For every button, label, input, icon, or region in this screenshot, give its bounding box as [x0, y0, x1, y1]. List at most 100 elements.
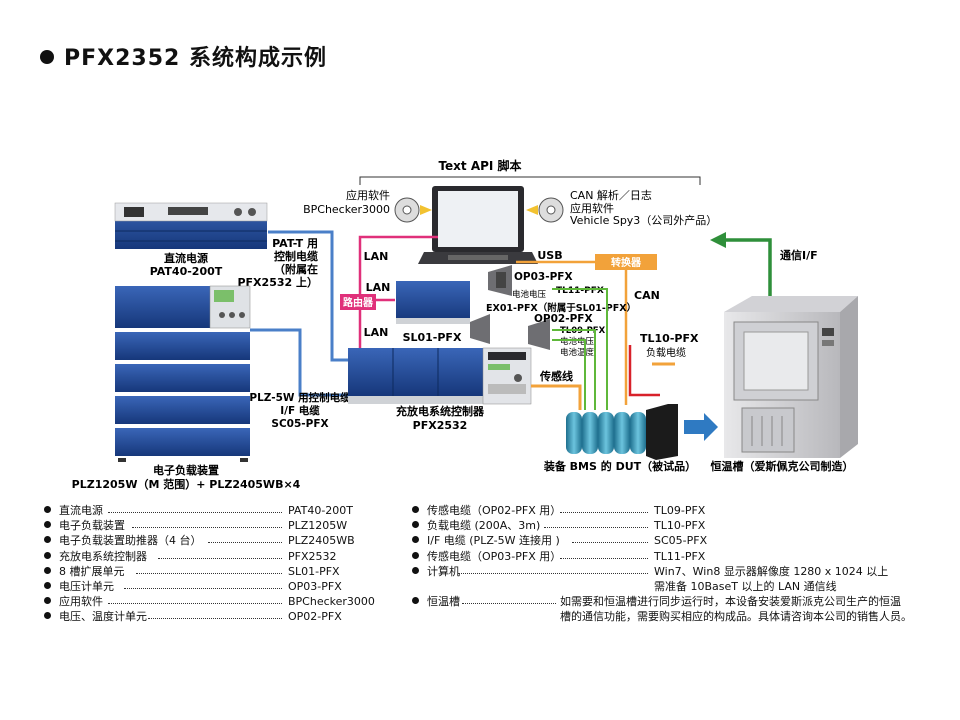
tl11-cable — [552, 288, 608, 410]
leader-dots — [158, 549, 282, 559]
sensor-line-label: 传感线 — [539, 369, 573, 383]
converter-box — [595, 254, 657, 270]
op03-label: OP03-PFX — [514, 271, 573, 283]
legend-item-value: TL09-PFX — [654, 504, 706, 517]
leader-dots — [458, 564, 648, 574]
legend-item-name: 应用软件 — [59, 595, 103, 609]
legend-item-value: SC05-PFX — [654, 534, 708, 548]
legend-item-continued: 需准备 10BaseT 以上的 LAN 通信线 — [412, 579, 932, 594]
page-title-text: PFX2352 系统构成示例 — [64, 46, 328, 71]
legend-item-name: 充放电系统控制器 — [59, 549, 147, 563]
legend-item-name: 负载电缆 (200A、3m) — [427, 519, 541, 533]
bullet-icon — [44, 581, 51, 589]
title-bullet-icon — [40, 50, 54, 64]
dut-battery-pack — [566, 404, 678, 460]
bullet-icon — [412, 506, 419, 513]
legend-item-value: PAT40-200T — [288, 504, 354, 517]
dc-power-supply — [114, 202, 268, 249]
legend-item-value: SL01-PFX — [288, 564, 340, 578]
legend-item: I/F 电缆 (PLZ-5W 连接用 ) SC05-PFX — [412, 533, 932, 548]
tl09-cable-a — [552, 329, 596, 410]
can-label: CAN — [634, 289, 660, 302]
sl01-expansion-unit — [396, 281, 470, 324]
app-right-name: Vehicle Spy3（公司外产品） — [570, 213, 717, 227]
text-api-label: Text API 脚本 — [438, 158, 521, 173]
electronic-load-stack — [115, 285, 251, 462]
legend-item-value: Win7、Win8 显示器解像度 1280 x 1024 以上 — [654, 564, 889, 578]
bullet-icon — [412, 551, 419, 559]
text-api-bracket — [359, 176, 701, 185]
bullet-icon — [412, 536, 419, 544]
pat-cable-label-4: PFX2532 上） — [237, 275, 318, 289]
legend-item-name: I/F 电缆 (PLZ-5W 连接用 ) — [427, 534, 560, 548]
legend-item: 8 槽扩展单元 SL01-PFX — [44, 564, 384, 579]
lan-label-2: LAN — [366, 281, 391, 294]
plz-cable-label-1: PLZ-5W 用控制电缆 — [249, 391, 351, 404]
leader-dots — [208, 533, 282, 544]
legend-item-name: 电压计单元 — [59, 579, 114, 593]
legend-item: 传感电缆（OP02-PFX 用）TL09-PFX — [412, 503, 932, 518]
legend-item-name: 直流电源 — [59, 504, 103, 517]
sl01-label: SL01-PFX — [403, 331, 462, 344]
disc-icon-left — [394, 197, 420, 223]
bullet-icon — [44, 536, 51, 544]
bullet-icon — [412, 521, 419, 529]
bullet-icon — [44, 521, 51, 529]
converter-label: 转换器 — [611, 256, 642, 269]
legend-item-continued: 槽的通信功能，需要购买相应的构成品。具体请咨询本公司的销售人员。 — [412, 609, 932, 624]
legend-item-value: TL10-PFX — [654, 519, 706, 533]
leader-dots — [560, 503, 648, 513]
chamber-label: 恒温槽（爱斯佩克公司制造） — [711, 459, 854, 473]
op02-unit — [528, 319, 550, 350]
legend-item: 计算机 Win7、Win8 显示器解像度 1280 x 1024 以上 — [412, 564, 932, 579]
leader-dots — [544, 518, 648, 529]
legend-item-name: 电子负载装置助推器（4 台） — [59, 534, 202, 548]
comm-if-arrow-icon — [710, 232, 726, 248]
tl10-label: TL10-PFX — [640, 332, 699, 345]
pat-control-cable — [268, 230, 348, 362]
batt-voltage2-label: 电池电压 — [560, 336, 595, 347]
legend-item-value: PFX2532 — [288, 549, 337, 563]
arrow-left-icon — [526, 205, 538, 215]
op02-label: OP02-PFX — [534, 313, 593, 325]
leader-dots — [560, 549, 648, 559]
router-label: 路由器 — [343, 296, 374, 309]
arrow-right-icon — [420, 205, 432, 215]
leader-dots — [132, 518, 282, 529]
pat-cable-label-1: PAT-T 用 — [272, 237, 318, 250]
lan-label-1: LAN — [364, 250, 389, 263]
legend-item-value: PLZ1205W — [288, 519, 348, 533]
pat-cable-label-2: 控制电缆 — [274, 249, 318, 263]
legend-item-value-line2: 槽的通信功能，需要购买相应的构成品。具体请咨询本公司的销售人员。 — [560, 610, 912, 624]
legend-item-value: PLZ2405WB — [288, 534, 355, 548]
usb-label: USB — [537, 249, 562, 262]
legend-item: 充放电系统控制器 PFX2532 — [44, 549, 384, 564]
legend-item-name: 传感电缆（OP03-PFX 用） — [427, 549, 562, 563]
load-cable-red — [628, 345, 660, 397]
legend-item: 传感电缆（OP03-PFX 用）TL11-PFX — [412, 549, 932, 564]
bullet-icon — [44, 597, 51, 605]
legend-item-value: OP02-PFX — [288, 610, 342, 624]
bullet-icon — [44, 612, 51, 620]
legend-item-name: 8 槽扩展单元 — [59, 564, 125, 578]
comm-if-line — [724, 238, 772, 300]
leader-dots — [124, 579, 282, 589]
page-title: PFX2352 系统构成示例 — [40, 40, 327, 72]
pfx2532-controller — [348, 347, 532, 405]
op03-unit — [488, 265, 512, 296]
pat-cable-label-3: （附属在 — [274, 262, 318, 276]
legend-item: 电子负载装置助推器（4 台） PLZ2405WB — [44, 533, 384, 548]
leader-dots — [462, 594, 556, 605]
laptop-icon — [418, 186, 538, 264]
load-models: PLZ1205W（M 范围）+ PLZ2405WB×4 — [72, 477, 301, 491]
leader-dots — [108, 594, 282, 605]
load-label: 电子负载装置 — [153, 463, 219, 477]
leader-dots — [572, 533, 648, 544]
tl11-label: TL11-PFX — [556, 286, 604, 296]
sensor-line — [531, 384, 582, 410]
legend-item-name: 计算机 — [427, 564, 460, 578]
plz-cable-label-2: I/F 电缆 — [280, 404, 320, 417]
dut-label: 装备 BMS 的 DUT（被试品） — [543, 459, 696, 473]
